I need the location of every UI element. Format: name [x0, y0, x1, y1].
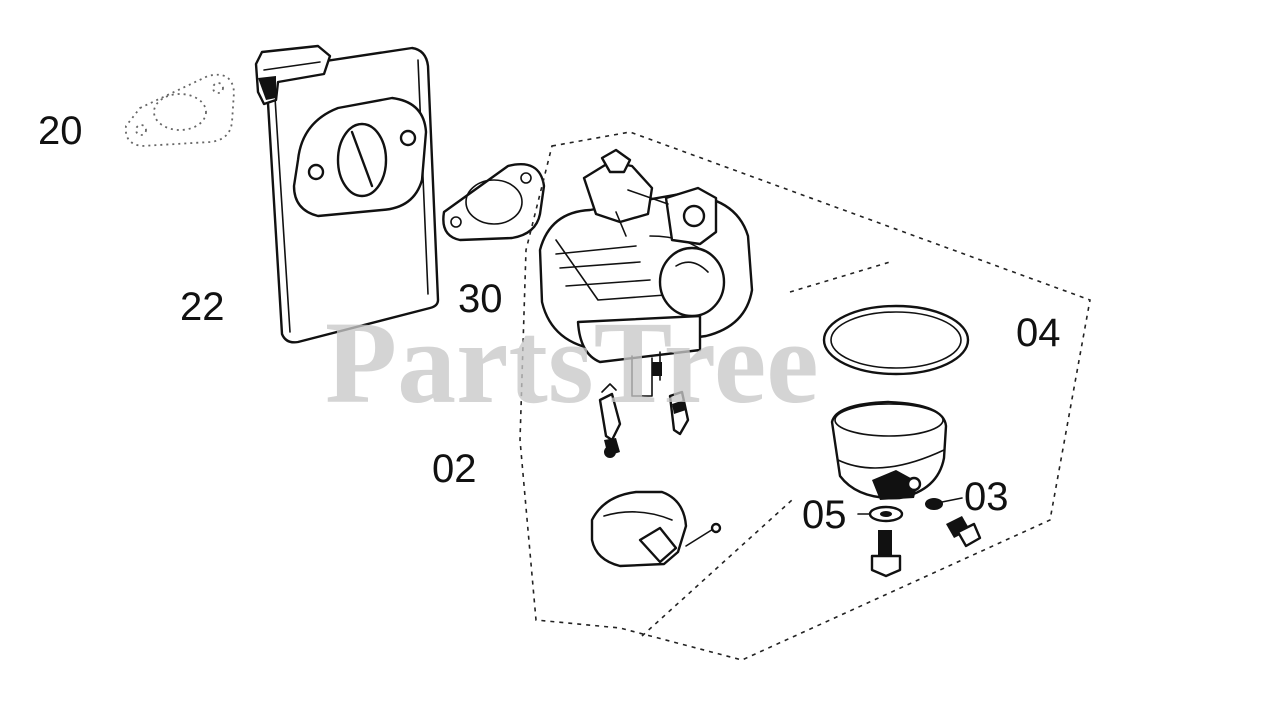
- bowl-bolt-angled[interactable]: [946, 516, 982, 548]
- gasket-30[interactable]: [442, 163, 546, 242]
- float-bowl[interactable]: [830, 400, 948, 500]
- label-part-20: 20: [38, 109, 83, 153]
- washer-03[interactable]: [925, 498, 943, 510]
- label-part-03: 03: [964, 475, 1009, 519]
- kit-outline: [519, 131, 1091, 661]
- label-part-22: 22: [180, 285, 225, 329]
- washer-05[interactable]: [868, 505, 904, 523]
- float[interactable]: [590, 490, 722, 568]
- o-ring-04[interactable]: [822, 304, 970, 376]
- label-part-30: 30: [458, 277, 503, 321]
- label-part-04: 04: [1016, 311, 1061, 355]
- carburetor-02[interactable]: [538, 148, 754, 397]
- label-part-05: 05: [802, 493, 847, 537]
- watermark: PartsTree: [325, 297, 819, 428]
- main-jet[interactable]: [668, 390, 690, 436]
- float-needle[interactable]: [598, 383, 622, 458]
- gasket-20[interactable]: [124, 73, 235, 147]
- label-part-02: 02: [432, 447, 477, 491]
- insulator-plate-22[interactable]: [254, 44, 440, 344]
- bowl-bolt-vertical[interactable]: [870, 530, 902, 578]
- leader-03: [941, 497, 963, 503]
